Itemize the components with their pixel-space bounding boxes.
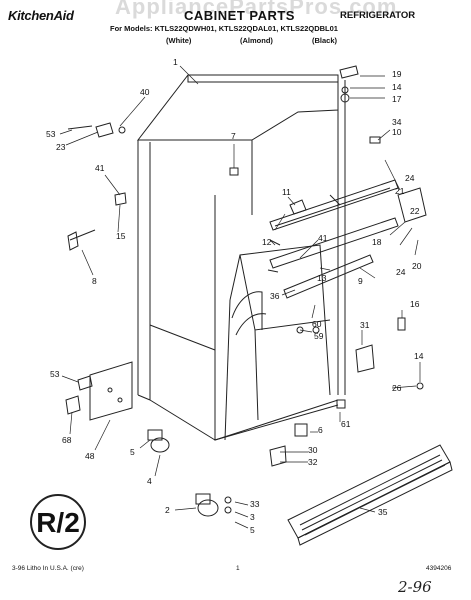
- callout-40: 40: [140, 87, 150, 97]
- cabinet-body: [136, 74, 346, 441]
- side-bracket: [89, 361, 133, 421]
- callout-24b: 24: [396, 267, 406, 277]
- callout-3: 3: [250, 512, 255, 522]
- callout-34: 34: [392, 117, 402, 127]
- callout-4: 4: [147, 476, 152, 486]
- callout-31: 31: [360, 320, 370, 330]
- leader-lines: [59, 65, 421, 529]
- color-almond: (Almond): [240, 36, 273, 45]
- callout-48: 48: [85, 451, 95, 461]
- callout-53: 53: [46, 129, 56, 139]
- callout-23: 23: [56, 142, 66, 152]
- callout-32: 32: [308, 457, 318, 467]
- callout-18: 18: [372, 237, 382, 247]
- callout-8: 8: [92, 276, 97, 286]
- brand-logo: KitchenAid: [8, 8, 74, 23]
- callout-11: 11: [282, 187, 291, 197]
- small-hardware-parts: [65, 65, 424, 514]
- callout-15: 15: [116, 231, 126, 241]
- callout-60: 60: [312, 319, 322, 329]
- callout-59: 59: [314, 331, 324, 341]
- handwritten-note: 2-96: [398, 578, 432, 596]
- callout-14b: 14: [414, 351, 424, 361]
- roller-assembly: [147, 429, 170, 453]
- toe-grille: [287, 444, 453, 546]
- svg-text:R/2: R/2: [36, 507, 80, 538]
- appliance-type: REFRIGERATOR: [340, 10, 416, 21]
- callout-41: 41: [95, 163, 105, 173]
- watermark: AppliancePartsPros.com: [115, 0, 398, 19]
- callout-19: 19: [392, 69, 402, 79]
- page-title: CABINET PARTS: [184, 8, 295, 23]
- callout-2: 2: [165, 505, 170, 515]
- color-white: (White): [166, 36, 192, 45]
- callout-53b: 53: [50, 369, 60, 379]
- callout-24: 24: [405, 173, 415, 183]
- callout-10: 10: [392, 127, 402, 137]
- callout-7: 7: [231, 131, 236, 141]
- callout-5b: 5: [250, 525, 255, 535]
- callout-16: 16: [410, 299, 420, 309]
- callout-22: 22: [410, 206, 420, 216]
- callout-5: 5: [130, 447, 135, 457]
- callout-9: 9: [358, 276, 363, 286]
- callout-36: 36: [270, 291, 280, 301]
- callout-17: 17: [392, 94, 402, 104]
- callout-61: 61: [341, 419, 351, 429]
- callout-26: 26: [392, 383, 402, 393]
- callout-21: 21: [395, 186, 405, 196]
- color-black: (Black): [312, 36, 338, 45]
- callout-1: 1: [173, 57, 178, 67]
- callout-35: 35: [378, 507, 388, 517]
- callout-14: 14: [392, 82, 402, 92]
- callout-30: 30: [308, 445, 318, 455]
- callout-20: 20: [412, 261, 422, 271]
- part-number: 4394206: [426, 565, 452, 572]
- model-list: For Models: KTLS22QDWH01, KTLS22QDAL01, …: [110, 24, 338, 33]
- revision-badge: R/2: [30, 494, 86, 550]
- callout-13: 13: [317, 273, 327, 283]
- callout-6: 6: [318, 425, 323, 435]
- callout-41b: 41: [318, 233, 328, 243]
- rail-assemblies: [269, 179, 427, 299]
- callout-68: 68: [62, 435, 72, 445]
- callout-33: 33: [250, 499, 260, 509]
- callout-12: 12: [262, 237, 272, 247]
- litho-note: 3-96 Litho In U.S.A. (cre): [12, 565, 84, 572]
- page-number: 1: [236, 565, 240, 572]
- roller-assembly-front: [195, 493, 219, 517]
